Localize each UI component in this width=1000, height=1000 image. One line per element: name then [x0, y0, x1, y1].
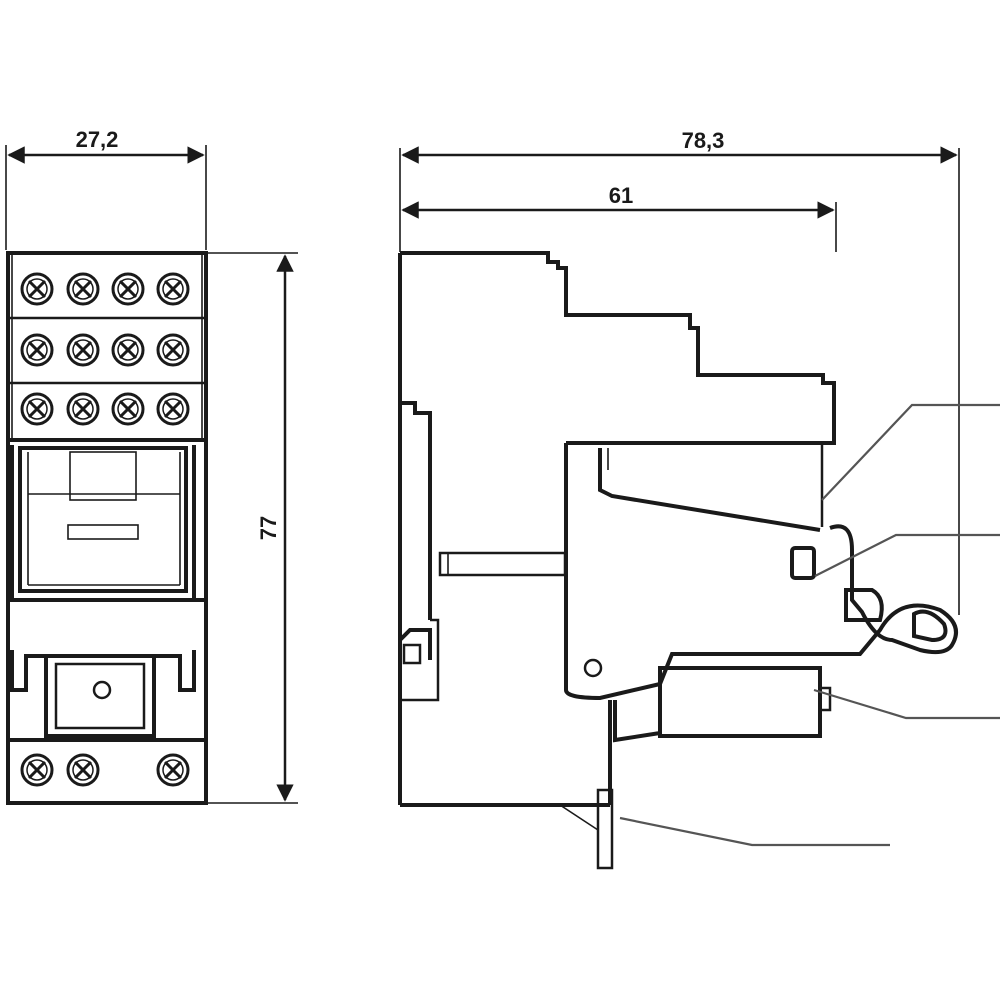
relay-window [10, 445, 196, 600]
release-lever [564, 524, 958, 701]
side-body-outline [400, 251, 836, 445]
front-view: 27,2 77 [5, 127, 298, 805]
terminal-screw-row-3 [20, 392, 190, 426]
side-total-length-label: 78,3 [682, 128, 725, 153]
retaining-clip [8, 598, 206, 742]
terminal-screw-row-bottom [20, 753, 190, 787]
front-width-label: 27,2 [76, 127, 119, 152]
bottom-tab [596, 788, 614, 870]
front-body-outline [6, 251, 208, 805]
front-height-label: 77 [256, 516, 281, 540]
leader-lines [619, 403, 1000, 847]
side-body-length-label: 61 [609, 183, 633, 208]
side-pin [438, 551, 567, 577]
terminal-screw-row-2 [20, 333, 190, 367]
terminal-screw-row-1 [20, 272, 190, 306]
side-view: 78,3 61 [398, 128, 1000, 870]
